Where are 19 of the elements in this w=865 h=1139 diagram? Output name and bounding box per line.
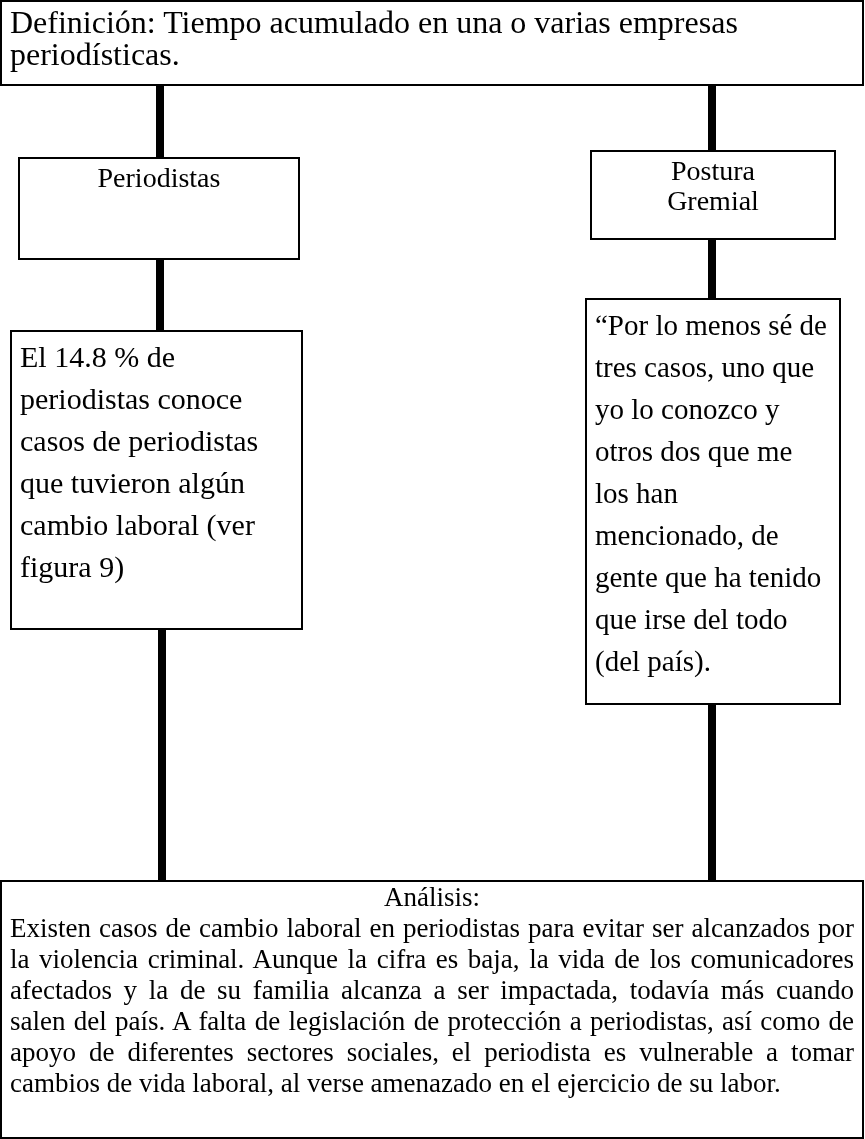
text-box [10,330,303,630]
box-text: Periodistas [96,163,222,193]
text-box [18,157,300,260]
connector-line [156,260,164,330]
box-text: “Por lo menos sé de tres casos, uno que yo lo conozco y otros dos que me los han mencionado, de gente que ha tenido que irse del todo (del país). [595,308,828,679]
text-box [585,298,841,705]
connector-line [158,630,166,880]
box-text: Postura Gremial [666,156,760,216]
text-box [590,150,836,240]
connector-line [708,240,716,298]
text-box [0,880,864,1139]
connector-line [708,705,716,880]
text-box [0,0,864,86]
connector-line [708,86,716,150]
connector-line [156,86,164,157]
box-text: El 14.8 % de periodistas conoce casos de periodistas que tuvieron algún cambio laboral (ver figura 9) [20,339,260,585]
box-text: Definición: Tiempo acumulado en una o varias empresas periodísticas. [10,6,739,70]
box-heading: Análisis: [383,882,481,913]
box-text: Existen casos de cambio laboral en periodistas para evitar ser alcanzados por la violencia criminal. Aunque la cifra es baja, la vida de los comunicadores afectados y la de su familia alcanza a ser impactada, todavía más cuando salen del país. A falta de legislación de protección a periodistas, así como de apoyo de diferentes sectores sociales, el periodista es vulnerable a tomar cambios de vida laboral, al verse amenazado en el ejercicio de su labor. [10,913,854,1099]
